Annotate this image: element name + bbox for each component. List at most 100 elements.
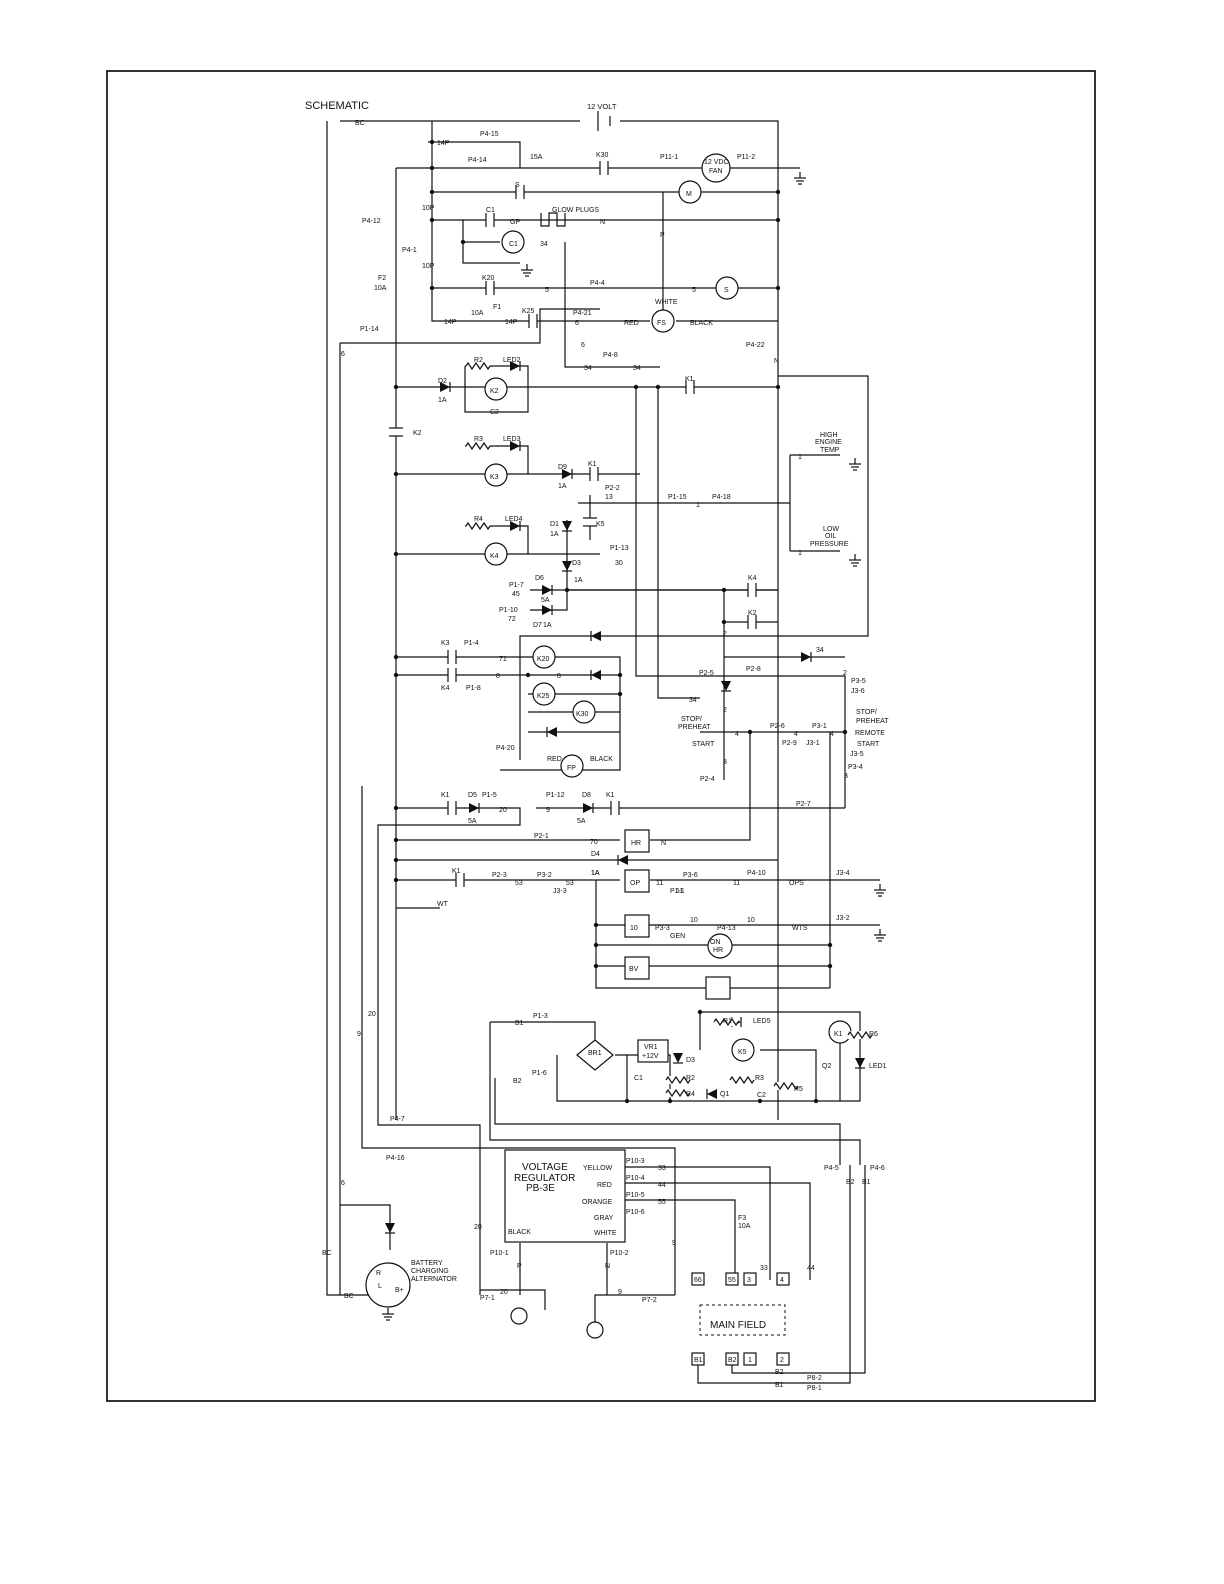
fuel-solenoid-icon <box>651 309 675 333</box>
wire <box>697 1165 851 1384</box>
relay-section-label: HIGH <box>820 432 838 439</box>
control-section-label: 70 <box>590 839 598 846</box>
relay-section-label: 1A <box>558 483 567 490</box>
resistor <box>713 1017 739 1027</box>
junction-dot <box>747 729 753 735</box>
control-section-label: 34 <box>816 647 824 654</box>
junction-dot <box>429 217 435 223</box>
control-section-label: P4-13 <box>717 925 736 932</box>
resistor <box>465 361 491 371</box>
relay-section-label: LOW <box>823 526 839 533</box>
wire <box>594 1294 675 1330</box>
oil-pressure-box <box>624 869 650 893</box>
relay-section-label: P1-13 <box>610 545 629 552</box>
junction-dot <box>721 587 727 593</box>
relay-section-label: K4 <box>748 575 757 582</box>
relay-section-label: K2 <box>748 610 757 617</box>
top-section-label: P4-1 <box>402 247 417 254</box>
wire <box>595 880 830 989</box>
relay-coil-k20 <box>532 645 556 669</box>
control-section-label: K1 <box>441 792 450 799</box>
board-section-label: R1 <box>723 1018 732 1025</box>
relay-section-label: R2 <box>474 357 483 364</box>
terminal-55 <box>725 1272 739 1286</box>
relay-section-label: K4 <box>490 553 499 560</box>
diode-symbol <box>547 727 557 737</box>
control-section-label: P1-4 <box>464 640 479 647</box>
top-section-label: FS <box>657 320 666 327</box>
relay-section-label: OIL <box>825 533 836 540</box>
relay-section-label: 45 <box>512 591 520 598</box>
relay-section-label: 5A <box>541 597 550 604</box>
relay-section-label: 30 <box>615 560 623 567</box>
main-field-winding <box>699 1304 786 1336</box>
control-section-label: P3-4 <box>848 764 863 771</box>
components <box>365 111 886 1366</box>
control-section-label: OP <box>630 880 640 887</box>
board-section-label: D3 <box>686 1057 695 1064</box>
wire <box>431 121 650 322</box>
top-section-label: N <box>774 358 779 365</box>
relay-coil-k3 <box>484 463 508 487</box>
top-section-label: 10P <box>422 205 435 212</box>
wire <box>650 732 751 841</box>
control-section-label: D4 <box>591 851 600 858</box>
wire <box>464 365 529 413</box>
top-section-label: P4-21 <box>573 310 592 317</box>
regulator-section-label: B2 <box>775 1369 784 1376</box>
control-section-label: P1-12 <box>546 792 565 799</box>
field-brush-icon <box>586 1321 604 1339</box>
junction-dot <box>617 672 623 678</box>
contact-gap <box>486 280 494 296</box>
junction-dot <box>842 729 848 735</box>
relay-section-label: D7 <box>533 622 542 629</box>
control-section-label: START <box>857 741 880 748</box>
regulator-section-label: N <box>605 1263 610 1270</box>
top-section-label: P4-4 <box>590 280 605 287</box>
control-section-label: 53 <box>515 880 523 887</box>
regulator-section-label: P10-6 <box>626 1209 645 1216</box>
relay-section-label: P1-7 <box>509 582 524 589</box>
relay-section-label: PRESSURE <box>810 541 849 548</box>
control-section-label: P3-5 <box>851 678 866 685</box>
control-section-label: J3-6 <box>851 688 865 695</box>
regulator-section-label: BATTERY <box>411 1260 443 1267</box>
board-section-label: R2 <box>686 1075 695 1082</box>
junction-dot <box>655 384 661 390</box>
regulator-section-label: B1 <box>775 1382 784 1389</box>
control-section-label: STOP/ <box>681 716 702 723</box>
regulator-section-label: BC <box>344 1293 354 1300</box>
junction-dot <box>721 619 727 625</box>
board-section-label: B1 <box>515 1020 524 1027</box>
wire <box>494 1078 841 1165</box>
junction-dot <box>775 285 781 291</box>
wire <box>635 387 846 808</box>
top-section-label: RED <box>624 320 639 327</box>
control-section-label: STOP/ <box>856 709 877 716</box>
relay-section-label: 13 <box>605 494 613 501</box>
control-section-label: P2-7 <box>796 801 811 808</box>
regulator-section-label: 3 <box>747 1277 751 1284</box>
regulator-section-label: P10-4 <box>626 1175 645 1182</box>
relay-coil-k30 <box>572 700 596 724</box>
control-section-label: P2-5 <box>699 670 714 677</box>
wire <box>480 1289 546 1310</box>
board-section-label: K1 <box>834 1031 843 1038</box>
regulator-section-label: CHARGING <box>411 1268 449 1275</box>
board-section-label: LED1 <box>869 1063 887 1070</box>
terminal-4 <box>776 1272 790 1286</box>
junction-dot <box>393 654 399 660</box>
water-temp-box <box>624 914 650 938</box>
diode-symbol <box>562 561 572 571</box>
control-section-label: P3-1 <box>812 723 827 730</box>
terminal-b1 <box>691 1352 705 1366</box>
control-section-label: P2-9 <box>782 740 797 747</box>
regulator-section-label: P7-1 <box>480 1295 495 1302</box>
contact-gap <box>448 800 456 816</box>
relay-section-label: K5 <box>596 521 605 528</box>
junction-dot <box>393 877 399 883</box>
board-section-label: R5 <box>794 1086 803 1093</box>
fan-motor-icon <box>701 153 731 183</box>
junction-dot <box>393 805 399 811</box>
